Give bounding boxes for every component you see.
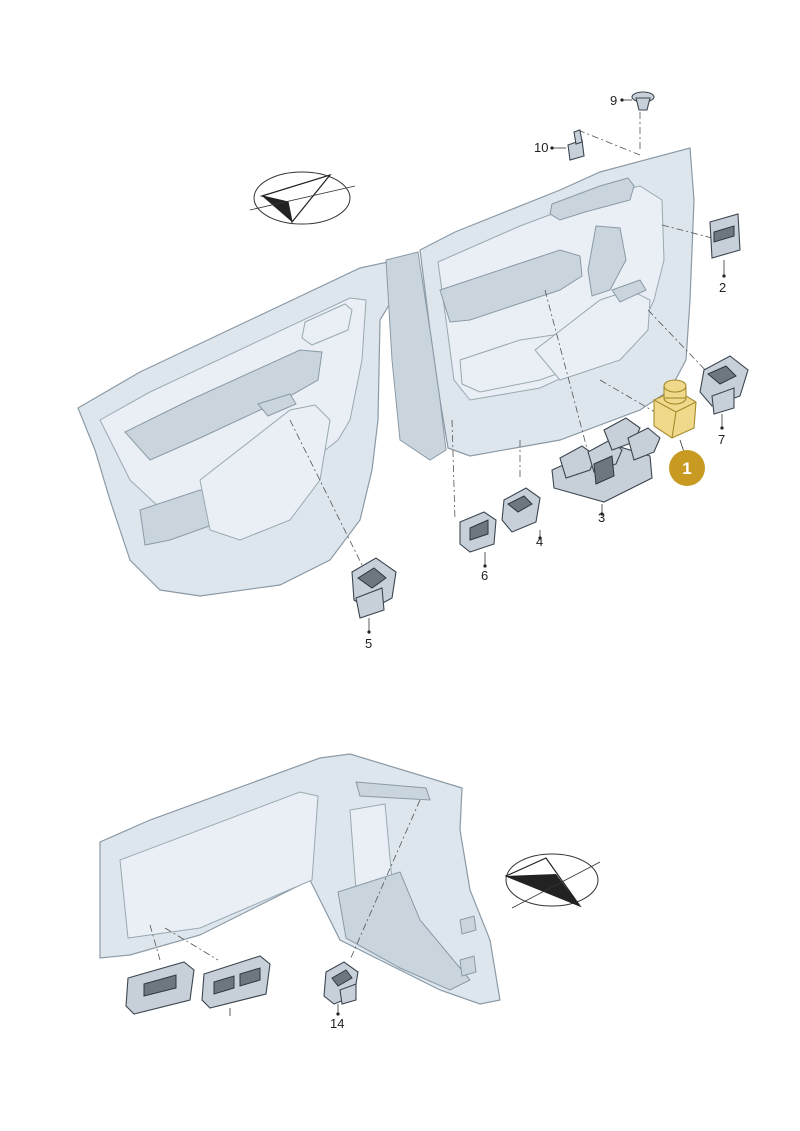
- part-label-5: 5: [365, 636, 372, 651]
- rear-door-panel: [77, 261, 393, 597]
- part-label-2: 2: [719, 280, 726, 295]
- part-label-3: 3: [598, 510, 605, 525]
- part-10-bracket: [550, 129, 585, 161]
- part-1-badge: [669, 450, 705, 486]
- assembly-lines: [289, 112, 713, 566]
- trunk-assembly-lines: [149, 799, 421, 961]
- trunk-switch-double: [201, 955, 271, 1016]
- front-door-panel: [419, 147, 695, 457]
- part-1-mirror-knob: [653, 379, 697, 453]
- part-label-9: 9: [610, 93, 617, 108]
- trunk-side-trim: [99, 753, 501, 1005]
- part-label-7: 7: [718, 432, 725, 447]
- arrow-direction-icon: [504, 853, 601, 909]
- part-4-switch: [501, 487, 542, 540]
- part-label-10: 10: [534, 140, 548, 155]
- part-label-14: 14: [330, 1016, 344, 1031]
- b-pillar-trim: [385, 251, 447, 461]
- trunk-switch-single: [125, 961, 195, 1015]
- part-6-switch: [459, 511, 497, 568]
- arrow-direction-icon: [249, 171, 356, 225]
- part-5-switch: [351, 557, 397, 634]
- part-label-6: 6: [481, 568, 488, 583]
- part-2-switch: [709, 213, 741, 278]
- part-3-window-switch-group: [551, 417, 661, 516]
- part-label-4: 4: [536, 534, 543, 549]
- part-7-switch: [699, 355, 749, 430]
- part-label-1: 1: [682, 459, 691, 478]
- part-14-switch: [323, 961, 359, 1016]
- part-9-clip: [620, 91, 655, 111]
